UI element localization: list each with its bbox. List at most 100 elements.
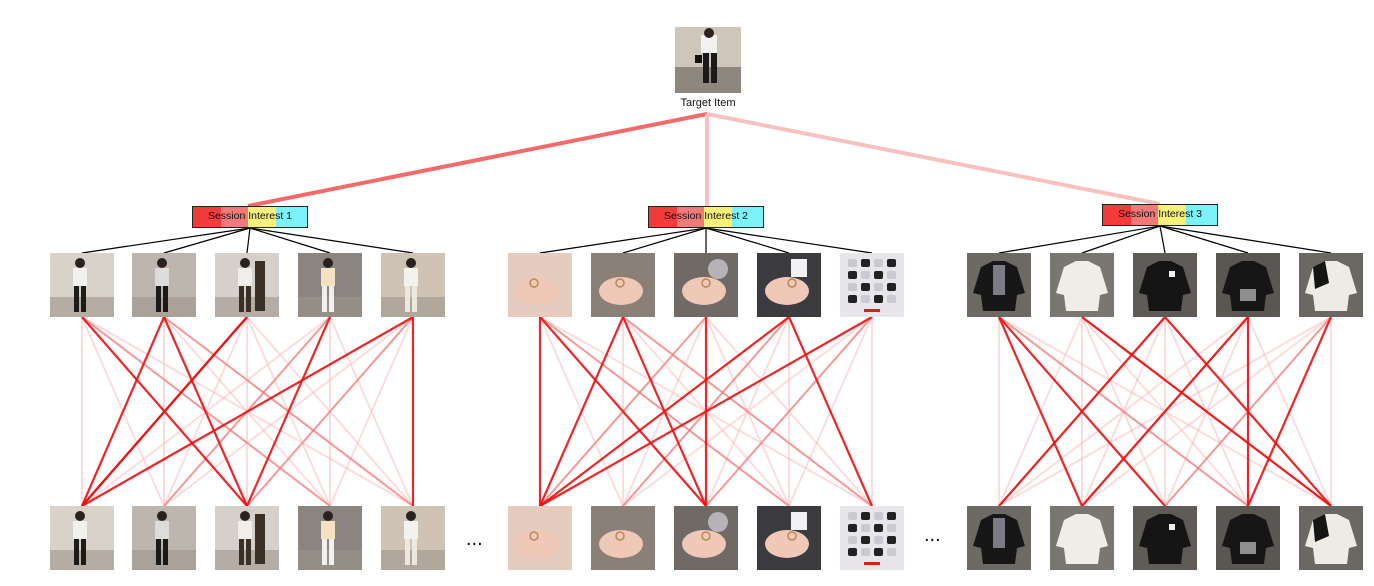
outfit-photo bbox=[298, 253, 362, 317]
bottom-row-item-outfit-photo bbox=[50, 506, 114, 570]
session-interest-box-2: Session Interest 2 bbox=[648, 206, 764, 228]
bottom-row-item-ring-photo bbox=[674, 506, 738, 570]
session-color-segment bbox=[1185, 205, 1217, 225]
attention-link-strong bbox=[1246, 316, 1333, 507]
session-color-segment bbox=[731, 207, 763, 227]
ring-photo bbox=[757, 506, 821, 570]
session-to-item-line bbox=[163, 227, 251, 254]
attention-link-strong bbox=[539, 316, 707, 507]
session-color-segment bbox=[1130, 205, 1159, 225]
ring-photo bbox=[674, 506, 738, 570]
target-item-image bbox=[675, 27, 741, 93]
bottom-row-item-ring-photo bbox=[757, 506, 821, 570]
top-row-item-nail-photo bbox=[840, 253, 904, 317]
bottom-row-item-outfit-photo bbox=[215, 506, 279, 570]
session-to-item-line bbox=[1159, 225, 1166, 254]
attention-link-strong bbox=[162, 316, 249, 507]
attention-link-strong bbox=[81, 316, 414, 507]
attention-link-strong bbox=[1081, 316, 1332, 507]
bottom-row-item-outfit-photo bbox=[298, 506, 362, 570]
outfit-photo bbox=[215, 506, 279, 570]
session-to-item-line bbox=[1159, 225, 1249, 254]
ring-photo bbox=[508, 253, 572, 317]
hand-photo bbox=[591, 253, 655, 317]
bottom-row-item-nail-photo bbox=[840, 506, 904, 570]
session-to-item-line bbox=[81, 227, 251, 254]
session-to-item-line bbox=[249, 227, 331, 254]
bottom-row-item-ring-photo bbox=[508, 506, 572, 570]
outfit-photo bbox=[381, 253, 445, 317]
session-interest-box-3: Session Interest 3 bbox=[1102, 204, 1218, 226]
top-row-item-ring-photo bbox=[757, 253, 821, 317]
session-to-item-line bbox=[1081, 225, 1161, 254]
session-to-item-line bbox=[249, 227, 414, 254]
sweater-photo bbox=[1050, 253, 1114, 317]
outfit-photo bbox=[381, 506, 445, 570]
attention-link-strong bbox=[998, 316, 1166, 507]
sweater-photo bbox=[1133, 253, 1197, 317]
session-color-segment bbox=[248, 207, 276, 227]
session-color-segment bbox=[1103, 205, 1131, 225]
session-interest-box-1: Session Interest 1 bbox=[192, 206, 308, 228]
top-row-item-hoodie-photo bbox=[1216, 253, 1280, 317]
attention-link-strong bbox=[81, 316, 248, 507]
target-to-session-link bbox=[706, 112, 1161, 206]
session-to-item-line bbox=[246, 227, 251, 254]
top-row-item-outfit-photo bbox=[50, 253, 114, 317]
attention-link-strong bbox=[80, 316, 166, 507]
session-to-item-line bbox=[705, 227, 790, 254]
attention-link-medium bbox=[998, 316, 1249, 507]
hoodie-photo bbox=[1216, 506, 1280, 570]
session-interest-label: Session Interest 2 bbox=[663, 210, 749, 222]
top-row-item-outfit-photo bbox=[215, 253, 279, 317]
ring-photo bbox=[674, 253, 738, 317]
sweater-photo bbox=[967, 253, 1031, 317]
bottom-row-item-sweater-photo bbox=[1050, 506, 1114, 570]
target-item-label: Target Item bbox=[680, 97, 736, 109]
sweater-photo bbox=[1050, 506, 1114, 570]
session-color-segment bbox=[220, 207, 249, 227]
bottom-row-item-sweater-photo bbox=[967, 506, 1031, 570]
session-to-item-line bbox=[1159, 225, 1332, 254]
top-row-item-ring-photo bbox=[674, 253, 738, 317]
target-to-session-link bbox=[247, 112, 708, 208]
bottom-row-item-hoodie-photo bbox=[1216, 506, 1280, 570]
hand-photo bbox=[591, 506, 655, 570]
top-row-item-outfit-photo bbox=[132, 253, 196, 317]
attention-link-strong bbox=[787, 316, 874, 507]
top-row-item-ring-photo bbox=[508, 253, 572, 317]
attention-link-strong bbox=[1164, 316, 1332, 507]
sweater-photo bbox=[1299, 506, 1363, 570]
attention-link-medium bbox=[705, 316, 873, 507]
bottom-row-item-hand-photo bbox=[591, 506, 655, 570]
ring-photo bbox=[757, 253, 821, 317]
nail-photo bbox=[840, 253, 904, 317]
attention-link-medium bbox=[622, 316, 873, 507]
top-row-item-sweater-photo bbox=[967, 253, 1031, 317]
bottom-row-item-sweater-photo bbox=[1299, 506, 1363, 570]
outfit-photo bbox=[215, 253, 279, 317]
target-item-photo bbox=[675, 27, 741, 93]
bottom-row-item-sweater-photo bbox=[1133, 506, 1197, 570]
top-row-item-outfit-photo bbox=[298, 253, 362, 317]
top-row-item-outfit-photo bbox=[381, 253, 445, 317]
outfit-photo bbox=[50, 506, 114, 570]
sweater-photo bbox=[1299, 253, 1363, 317]
bottom-row-item-outfit-photo bbox=[132, 506, 196, 570]
outfit-photo bbox=[298, 506, 362, 570]
outfit-photo bbox=[50, 253, 114, 317]
ellipsis-2: ... bbox=[924, 524, 941, 546]
sweater-photo bbox=[967, 506, 1031, 570]
attention-link-strong bbox=[538, 316, 625, 507]
attention-link-strong bbox=[1081, 316, 1249, 507]
top-row-item-sweater-photo bbox=[1050, 253, 1114, 317]
sweater-photo bbox=[1133, 506, 1197, 570]
session-color-segment bbox=[649, 207, 677, 227]
top-row-item-sweater-photo bbox=[1299, 253, 1363, 317]
session-to-item-line bbox=[998, 225, 1161, 254]
attention-link-weak bbox=[329, 316, 414, 507]
top-row-item-sweater-photo bbox=[1133, 253, 1197, 317]
session-color-segment bbox=[193, 207, 221, 227]
